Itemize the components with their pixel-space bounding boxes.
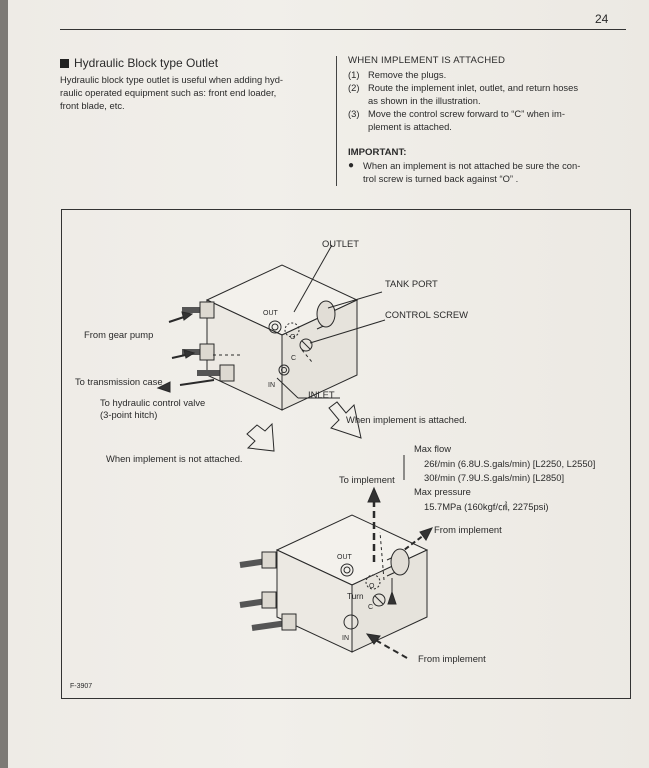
hydraulic-diagram bbox=[156, 244, 433, 659]
step-item: (1) Remove the plugs. bbox=[348, 68, 628, 81]
out-port-label: OUT bbox=[263, 310, 278, 317]
left-column: Hydraulic Block type Outlet Hydraulic bl… bbox=[60, 56, 328, 112]
intro-line: Hydraulic block type outlet is useful wh… bbox=[60, 74, 284, 85]
lower-block-illustration bbox=[239, 455, 433, 659]
to-transmission-case-label: To transmission case bbox=[75, 376, 163, 387]
attached-heading: WHEN IMPLEMENT IS ATTACHED bbox=[348, 55, 506, 66]
tank-port-label: TANK PORT bbox=[385, 278, 438, 289]
upper-block-illustration bbox=[156, 244, 386, 411]
step-item: (3) Move the control screw forward to “C… bbox=[348, 107, 628, 133]
step-number: (3) bbox=[348, 108, 360, 119]
c-position-label-lower: C bbox=[368, 604, 374, 611]
hollow-arrows bbox=[246, 401, 362, 452]
bullet-dot-icon: ● bbox=[348, 160, 355, 171]
section-title-text: Hydraulic Block type Outlet bbox=[74, 56, 219, 70]
to-implement-label: To implement bbox=[339, 474, 395, 485]
figure-box: OUTLET TANK PORT CONTROL SCREW From gear… bbox=[61, 209, 631, 699]
step-text: Remove the plugs. bbox=[368, 69, 447, 80]
to-hydraulic-valve-label-2: (3-point hitch) bbox=[100, 409, 158, 420]
step-number: (1) bbox=[348, 69, 360, 80]
section-title: Hydraulic Block type Outlet bbox=[60, 56, 328, 70]
page-number: 24 bbox=[595, 12, 609, 26]
to-hydraulic-valve-label: To hydraulic control valve bbox=[100, 397, 206, 408]
when-not-attached-label: When implement is not attached. bbox=[106, 453, 243, 464]
step-number: (2) bbox=[348, 82, 360, 93]
header-rule bbox=[60, 29, 626, 30]
max-pressure-label: Max pressure bbox=[414, 486, 471, 497]
flow-spec-1: 26ℓ/min (6.8U.S.gals/min) [L2250, L2550] bbox=[424, 458, 596, 469]
inlet-label: INLET bbox=[308, 389, 335, 400]
in-port-label-lower: IN bbox=[342, 635, 349, 642]
out-port-label-lower: OUT bbox=[337, 554, 352, 561]
intro-line: front blade, etc. bbox=[60, 100, 125, 111]
manual-page: 24 Hydraulic Block type Outlet Hydraulic… bbox=[8, 0, 649, 768]
control-screw-label: CONTROL SCREW bbox=[385, 309, 468, 320]
pressure-spec: 15.7MPa (160kgf/㎠, 2275psi) bbox=[424, 501, 549, 512]
c-position-label: C bbox=[291, 355, 297, 362]
square-bullet-icon bbox=[60, 58, 69, 68]
step-text: Move the control screw forward to “C” wh… bbox=[368, 108, 565, 132]
intro-line: raulic operated equipment such as: front… bbox=[60, 87, 277, 98]
figure-id: F-3907 bbox=[70, 683, 93, 690]
outlet-label: OUTLET bbox=[322, 238, 359, 249]
flow-spec-2: 30ℓ/min (7.9U.S.gals/min) [L2850] bbox=[424, 472, 565, 483]
in-port-label: IN bbox=[268, 382, 275, 389]
from-implement-bottom-label: From implement bbox=[418, 653, 486, 664]
column-divider bbox=[336, 56, 337, 186]
important-text: When an implement is not attached be sur… bbox=[363, 160, 581, 184]
o-position-label-lower: O bbox=[369, 583, 375, 590]
right-column: WHEN IMPLEMENT IS ATTACHED (1) Remove th… bbox=[348, 55, 628, 185]
step-text: Route the implement inlet, outlet, and r… bbox=[368, 82, 579, 106]
from-gear-pump-label: From gear pump bbox=[84, 329, 154, 340]
o-position-label: O bbox=[290, 334, 296, 341]
turn-label: Turn bbox=[347, 592, 364, 601]
step-item: (2) Route the implement inlet, outlet, a… bbox=[348, 81, 628, 107]
when-attached-label: When implement is attached. bbox=[346, 414, 467, 425]
intro-paragraph: Hydraulic block type outlet is useful wh… bbox=[60, 73, 328, 112]
max-flow-label: Max flow bbox=[414, 443, 451, 454]
important-item: ● When an implement is not attached be s… bbox=[348, 159, 628, 185]
from-implement-top-label: From implement bbox=[434, 524, 502, 535]
steps-list: (1) Remove the plugs. (2) Route the impl… bbox=[348, 68, 628, 133]
important-title: IMPORTANT: bbox=[348, 147, 407, 158]
